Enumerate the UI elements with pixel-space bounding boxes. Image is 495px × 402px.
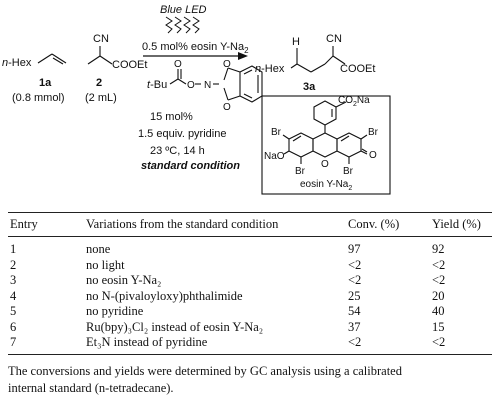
eosin-nao: NaO — [264, 151, 285, 162]
table-row: 6 Ru(bpy)₃Cl₂ instead of eosin Y-Na₂ 37 … — [8, 319, 492, 335]
footnote-line-2: internal standard (n-tetradecane). — [8, 381, 174, 395]
cell-entry: 6 — [10, 319, 17, 334]
substrate-2-structure — [87, 46, 113, 65]
additive-o-top: O — [174, 59, 182, 70]
substrate-2-cn: CN — [93, 33, 109, 45]
product-ester: COOEt — [340, 63, 375, 75]
eosin-name: eosin Y-Na2 — [300, 179, 352, 192]
substrate-2-ester: COOEt — [112, 59, 147, 71]
eosin-br-right: Br — [368, 127, 379, 138]
cell-conversion: 54 — [348, 304, 361, 318]
additive-n: N — [204, 80, 211, 91]
cell-yield: 20 — [432, 288, 445, 303]
table-row: 1 none 97 92 — [8, 237, 492, 258]
eosin-br-left: Br — [271, 127, 282, 138]
table-row: 2 no light <2 <2 — [8, 257, 492, 273]
catalyst-label: 0.5 mol% eosin Y-Na2 — [142, 41, 249, 55]
cell-conversion: 25 — [348, 288, 361, 303]
additive-structure — [169, 65, 263, 103]
substrate-1-group: n-Hex — [2, 57, 32, 69]
product-group: n-Hex — [255, 63, 285, 75]
cell-entry: 1 — [10, 242, 17, 256]
light-rays-icon — [165, 16, 200, 34]
reaction-scheme: Blue LED n-Hex 1a (0.8 mmol) CN COOEt 2 … — [0, 0, 495, 200]
table-header-row: Entry Variations from the standard condi… — [8, 212, 492, 237]
cell-variation: no N-(pivaloyloxy)phthalimide — [86, 288, 243, 303]
table-row: 4 no N-(pivaloyloxy)phthalimide 25 20 — [8, 288, 492, 304]
table-footnote: The conversions and yields were determin… — [8, 363, 492, 397]
additive-o-link: O — [187, 80, 195, 91]
substrate-2-label: 2 — [96, 77, 102, 89]
substrate-1-structure — [37, 53, 67, 65]
cell-yield: <2 — [432, 273, 446, 287]
additive-o-lower: O — [223, 102, 231, 113]
cell-yield: <2 — [432, 335, 446, 349]
table-row: 7 Et₃N instead of pyridine <2 <2 — [8, 335, 492, 354]
cell-entry: 3 — [10, 273, 17, 287]
cell-conversion: <2 — [348, 257, 362, 272]
product-structure — [290, 46, 346, 73]
light-label: Blue LED — [160, 4, 207, 16]
eosin-box — [261, 95, 391, 195]
reaction-arrow — [143, 52, 248, 60]
eosin-br-bottom-right: Br — [343, 166, 354, 177]
footnote-line-1: The conversions and yields were determin… — [8, 364, 402, 378]
cell-conversion: 37 — [348, 319, 361, 334]
cell-yield: 15 — [432, 319, 445, 334]
additive-o-upper: O — [223, 59, 231, 70]
standard-condition-label: standard condition — [141, 160, 240, 172]
table-row: 3 no eosin Y-Na₂ <2 <2 — [8, 273, 492, 289]
substrate-1-label: 1a — [39, 77, 52, 89]
cell-variation: Ru(bpy)₃Cl₂ instead of eosin Y-Na₂ — [86, 319, 264, 334]
temperature-time: 23 ºC, 14 h — [150, 145, 205, 157]
eosin-o: O — [369, 150, 377, 161]
cell-yield: <2 — [432, 257, 446, 272]
cell-variation: no pyridine — [86, 304, 144, 318]
header-yield: Yield (%) — [432, 217, 481, 231]
product-h: H — [292, 36, 300, 48]
cell-entry: 4 — [10, 288, 17, 303]
eosin-co2na: CO2Na — [338, 95, 370, 108]
additive-tbu: t-Bu — [147, 79, 167, 91]
product-cn: CN — [326, 33, 342, 45]
cell-entry: 2 — [10, 257, 17, 272]
header-variation: Variations from the standard condition — [86, 217, 279, 231]
results-table: Entry Variations from the standard condi… — [8, 212, 492, 355]
cell-variation: no eosin Y-Na₂ — [86, 273, 162, 287]
substrate-1-amount: (0.8 mmol) — [12, 92, 65, 104]
cell-entry: 5 — [10, 304, 17, 318]
cell-conversion: <2 — [348, 335, 362, 349]
cell-variation: Et₃N instead of pyridine — [86, 335, 208, 349]
table-row: 5 no pyridine 54 40 — [8, 304, 492, 320]
eosin-structure — [282, 100, 368, 164]
cell-variation: no light — [86, 257, 125, 272]
cell-yield: 92 — [432, 242, 445, 256]
additive-loading: 15 mol% — [150, 111, 193, 123]
cell-variation: none — [86, 242, 111, 256]
header-conversion: Conv. (%) — [348, 217, 400, 231]
eosin-br-bottom-left: Br — [295, 166, 306, 177]
cell-conversion: 97 — [348, 242, 361, 256]
base-label: 1.5 equiv. pyridine — [138, 128, 226, 140]
cell-entry: 7 — [10, 335, 17, 349]
cell-yield: 40 — [432, 304, 445, 318]
product-label: 3a — [303, 81, 316, 93]
substrate-2-amount: (2 mL) — [85, 92, 117, 104]
cell-conversion: <2 — [348, 273, 362, 287]
header-entry: Entry — [10, 217, 38, 231]
eosin-o-ring: O — [321, 159, 329, 170]
